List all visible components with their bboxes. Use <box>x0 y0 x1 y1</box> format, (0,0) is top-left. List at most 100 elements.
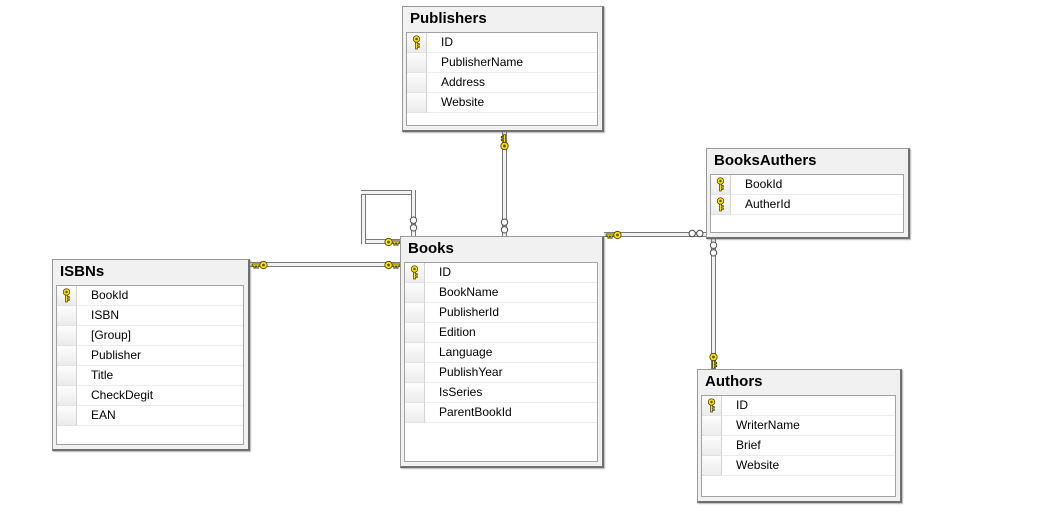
field-name: Publisher <box>77 346 243 366</box>
field-name: BookId <box>77 286 243 306</box>
table-row[interactable]: AutherId <box>711 195 903 215</box>
field-name: PublishYear <box>425 363 597 383</box>
row-selector[interactable] <box>702 416 722 436</box>
relationship-line[interactable] <box>711 238 716 369</box>
relationship-line[interactable] <box>604 232 706 237</box>
table-row[interactable]: IsSeries <box>405 383 597 403</box>
row-selector[interactable] <box>407 33 427 53</box>
primary-key-icon <box>412 35 421 50</box>
primary-key-icon <box>707 398 716 413</box>
table-row[interactable]: WriterName <box>702 416 895 436</box>
table-row[interactable]: ID <box>702 396 895 416</box>
row-selector[interactable] <box>57 386 77 406</box>
field-name: IsSeries <box>425 383 597 403</box>
row-selector[interactable] <box>405 343 425 363</box>
primary-key-icon <box>62 288 71 303</box>
table-title[interactable]: Publishers <box>410 10 487 27</box>
row-selector[interactable] <box>407 73 427 93</box>
row-selector[interactable] <box>57 286 77 306</box>
field-name: ID <box>427 33 597 53</box>
row-selector[interactable] <box>407 53 427 73</box>
row-selector[interactable] <box>57 366 77 386</box>
field-name: ParentBookId <box>425 403 597 423</box>
relationship-line[interactable] <box>361 190 416 195</box>
row-selector[interactable] <box>405 303 425 323</box>
table-row[interactable]: PublisherId <box>405 303 597 323</box>
relationship-line[interactable] <box>411 190 416 237</box>
field-name: WriterName <box>722 416 895 436</box>
field-name: BookId <box>731 175 903 195</box>
table-row[interactable]: CheckDegit <box>57 386 243 406</box>
row-selector[interactable] <box>405 383 425 403</box>
row-selector[interactable] <box>711 175 731 195</box>
row-selector[interactable] <box>407 93 427 113</box>
table-row[interactable]: PublisherName <box>407 53 597 73</box>
field-name: Title <box>77 366 243 386</box>
field-name: AutherId <box>731 195 903 215</box>
table-row[interactable]: PublishYear <box>405 363 597 383</box>
table-row[interactable]: ID <box>405 263 597 283</box>
table-title[interactable]: Authors <box>705 373 763 390</box>
table-row[interactable]: Website <box>407 93 597 113</box>
field-name: EAN <box>77 406 243 426</box>
table-row[interactable]: BookId <box>57 286 243 306</box>
row-selector[interactable] <box>711 195 731 215</box>
table-row[interactable]: ID <box>407 33 597 53</box>
key-one-end-icon <box>709 353 719 370</box>
table-row[interactable]: ISBN <box>57 306 243 326</box>
table-row[interactable]: ParentBookId <box>405 403 597 423</box>
table-row[interactable]: [Group] <box>57 326 243 346</box>
row-selector[interactable] <box>57 346 77 366</box>
field-name: [Group] <box>77 326 243 346</box>
relationship-line[interactable] <box>502 132 507 237</box>
table-row[interactable]: EAN <box>57 406 243 426</box>
table-title[interactable]: Books <box>408 240 454 257</box>
table-row[interactable]: Website <box>702 456 895 476</box>
relationship-line[interactable] <box>361 239 400 244</box>
table-row[interactable]: Edition <box>405 323 597 343</box>
key-one-end-icon <box>605 230 622 240</box>
relationship-line[interactable] <box>361 190 366 244</box>
row-selector[interactable] <box>702 456 722 476</box>
key-one-end-icon <box>251 260 268 270</box>
row-selector[interactable] <box>57 306 77 326</box>
field-name: Edition <box>425 323 597 343</box>
table-row[interactable]: Publisher <box>57 346 243 366</box>
field-name: ID <box>425 263 597 283</box>
table-row[interactable]: Brief <box>702 436 895 456</box>
row-selector[interactable] <box>405 403 425 423</box>
table-row[interactable]: Language <box>405 343 597 363</box>
table-row[interactable]: BookId <box>711 175 903 195</box>
row-selector[interactable] <box>57 326 77 346</box>
table-row[interactable]: Address <box>407 73 597 93</box>
row-selector[interactable] <box>405 363 425 383</box>
table-title[interactable]: BooksAuthers <box>714 152 817 169</box>
table-title[interactable]: ISBNs <box>60 263 105 280</box>
field-name: BookName <box>425 283 597 303</box>
key-one-end-icon <box>384 260 401 270</box>
row-selector[interactable] <box>57 406 77 426</box>
row-selector[interactable] <box>405 323 425 343</box>
field-name: Language <box>425 343 597 363</box>
row-selector[interactable] <box>405 283 425 303</box>
row-selector[interactable] <box>702 396 722 416</box>
row-selector[interactable] <box>702 436 722 456</box>
table-row[interactable]: Title <box>57 366 243 386</box>
field-name: ISBN <box>77 306 243 326</box>
field-name: ID <box>722 396 895 416</box>
primary-key-icon <box>716 177 725 192</box>
infinity-many-end-icon <box>409 216 418 232</box>
table-row[interactable]: BookName <box>405 283 597 303</box>
relationship-line[interactable] <box>250 262 400 267</box>
row-selector[interactable] <box>405 263 425 283</box>
